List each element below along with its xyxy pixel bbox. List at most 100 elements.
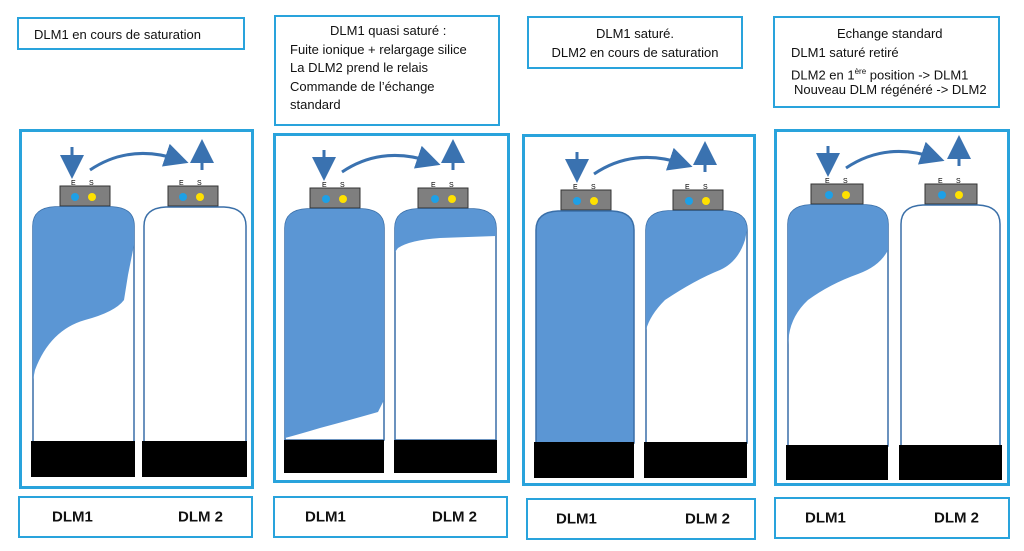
caption-line: DLM2 en 1ère position -> DLM1	[791, 67, 969, 83]
transfer-arrow	[89, 143, 189, 172]
outlet-label: S	[449, 182, 454, 189]
caption-line: DLM1 en cours de saturation	[34, 27, 201, 42]
transfer-arrow	[341, 145, 441, 174]
caption-line: Echange standard	[837, 26, 943, 41]
vessel-dlm2: E S	[142, 180, 247, 477]
inlet-label: E	[685, 184, 690, 191]
inlet-dot	[71, 193, 79, 201]
inlet-dot	[825, 191, 833, 199]
vessel-base	[786, 445, 888, 480]
label-dlm1: DLM1	[805, 509, 846, 527]
label-dlm2: DLM 2	[685, 510, 730, 528]
column-frame-4	[774, 129, 1010, 486]
outlet-dot	[590, 197, 598, 205]
vessel-dlm2: E S	[644, 184, 748, 478]
transfer-arrow	[593, 147, 693, 176]
vessel-cap	[924, 183, 978, 205]
label-dlm2: DLM 2	[432, 508, 477, 526]
vessel-base	[394, 440, 497, 473]
caption-line: DLM1 saturé.	[595, 26, 675, 41]
outlet-dot	[448, 195, 456, 203]
flow-arrows	[60, 139, 214, 179]
label-box-4: DLM1 DLM 2	[774, 497, 1010, 539]
vessel-cap	[560, 189, 612, 211]
vessel-base	[31, 441, 135, 477]
caption-line: Fuite ionique + relargage silice	[290, 42, 467, 57]
outlet-label: S	[89, 180, 94, 187]
panel-4: E S E S	[786, 135, 1002, 480]
vessel-cap	[59, 185, 111, 207]
panel-1: E S E S	[31, 139, 247, 477]
vessel-dlm2: E S	[899, 178, 1002, 480]
inlet-label: E	[322, 182, 327, 189]
label-dlm1: DLM1	[52, 508, 93, 526]
panel-2: E S E S	[284, 139, 497, 473]
vessel-dlm2: E S	[394, 182, 497, 473]
inlet-label: E	[431, 182, 436, 189]
inlet-label: E	[71, 180, 76, 187]
outlet-dot	[702, 197, 710, 205]
outlet-label: S	[843, 178, 848, 185]
caption-line: DLM1 quasi saturé :	[330, 23, 447, 38]
outlet-dot	[339, 195, 347, 203]
caption-box-2: DLM1 quasi saturé : Fuite ionique + rela…	[274, 15, 500, 126]
label-box-1: DLM1 DLM 2	[18, 496, 253, 538]
label-box-3: DLM1 DLM 2	[526, 498, 756, 540]
label-dlm2: DLM 2	[934, 509, 979, 527]
outlet-label: S	[591, 184, 596, 191]
resin-saturated	[395, 209, 496, 252]
label-dlm1: DLM1	[556, 510, 597, 528]
vessel-cap	[309, 187, 361, 209]
inlet-dot	[685, 197, 693, 205]
caption-box-4: Echange standard DLM1 saturé retiré DLM2…	[773, 16, 1000, 108]
outlet-label: S	[197, 180, 202, 187]
label-dlm2: DLM 2	[178, 508, 223, 526]
outlet-dot	[88, 193, 96, 201]
vessel-base	[142, 441, 247, 477]
inlet-dot	[938, 191, 946, 199]
inlet-label: E	[573, 184, 578, 191]
inlet-dot	[322, 195, 330, 203]
vessel-base	[644, 442, 747, 478]
vessel-body	[900, 204, 1001, 447]
caption-line: standard	[290, 97, 341, 112]
vessel-base	[899, 445, 1002, 480]
vessel-dlm1: E S	[31, 180, 135, 477]
inlet-label: E	[825, 178, 830, 185]
outlet-dot	[955, 191, 963, 199]
caption-line: DLM2 en cours de saturation	[551, 45, 719, 60]
resin-saturated	[646, 211, 747, 330]
vessel-base	[284, 440, 384, 473]
vessel-cap	[167, 185, 219, 207]
inlet-dot	[431, 195, 439, 203]
flow-arrows	[816, 135, 971, 177]
vessel-body	[394, 208, 497, 441]
vessel-cap	[417, 187, 469, 209]
inlet-label: E	[938, 178, 943, 185]
resin-saturated	[788, 205, 888, 345]
flow-arrows	[565, 141, 717, 183]
caption-box-1: DLM1 en cours de saturation	[17, 17, 245, 50]
flow-arrows	[312, 139, 465, 181]
vessel-dlm1: E S	[786, 178, 889, 480]
caption-box-3: DLM1 saturé. DLM2 en cours de saturation	[527, 16, 743, 69]
vessel-cap	[672, 189, 724, 211]
label-dlm1: DLM1	[305, 508, 346, 526]
panel-3: E S E S	[534, 141, 748, 478]
column-frame-1	[19, 129, 254, 489]
outlet-label: S	[956, 178, 961, 185]
vessel-dlm1: E S	[534, 184, 635, 478]
vessel-dlm1: E S	[284, 182, 385, 473]
outlet-label: S	[340, 182, 345, 189]
vessel-body	[535, 210, 635, 444]
vessel-cap	[810, 183, 864, 205]
vessel-body	[143, 206, 247, 443]
outlet-dot	[196, 193, 204, 201]
caption-line: La DLM2 prend le relais	[290, 60, 429, 75]
inlet-dot	[179, 193, 187, 201]
inlet-dot	[573, 197, 581, 205]
outlet-dot	[842, 191, 850, 199]
column-frame-3	[522, 134, 756, 486]
label-box-2: DLM1 DLM 2	[273, 496, 508, 538]
